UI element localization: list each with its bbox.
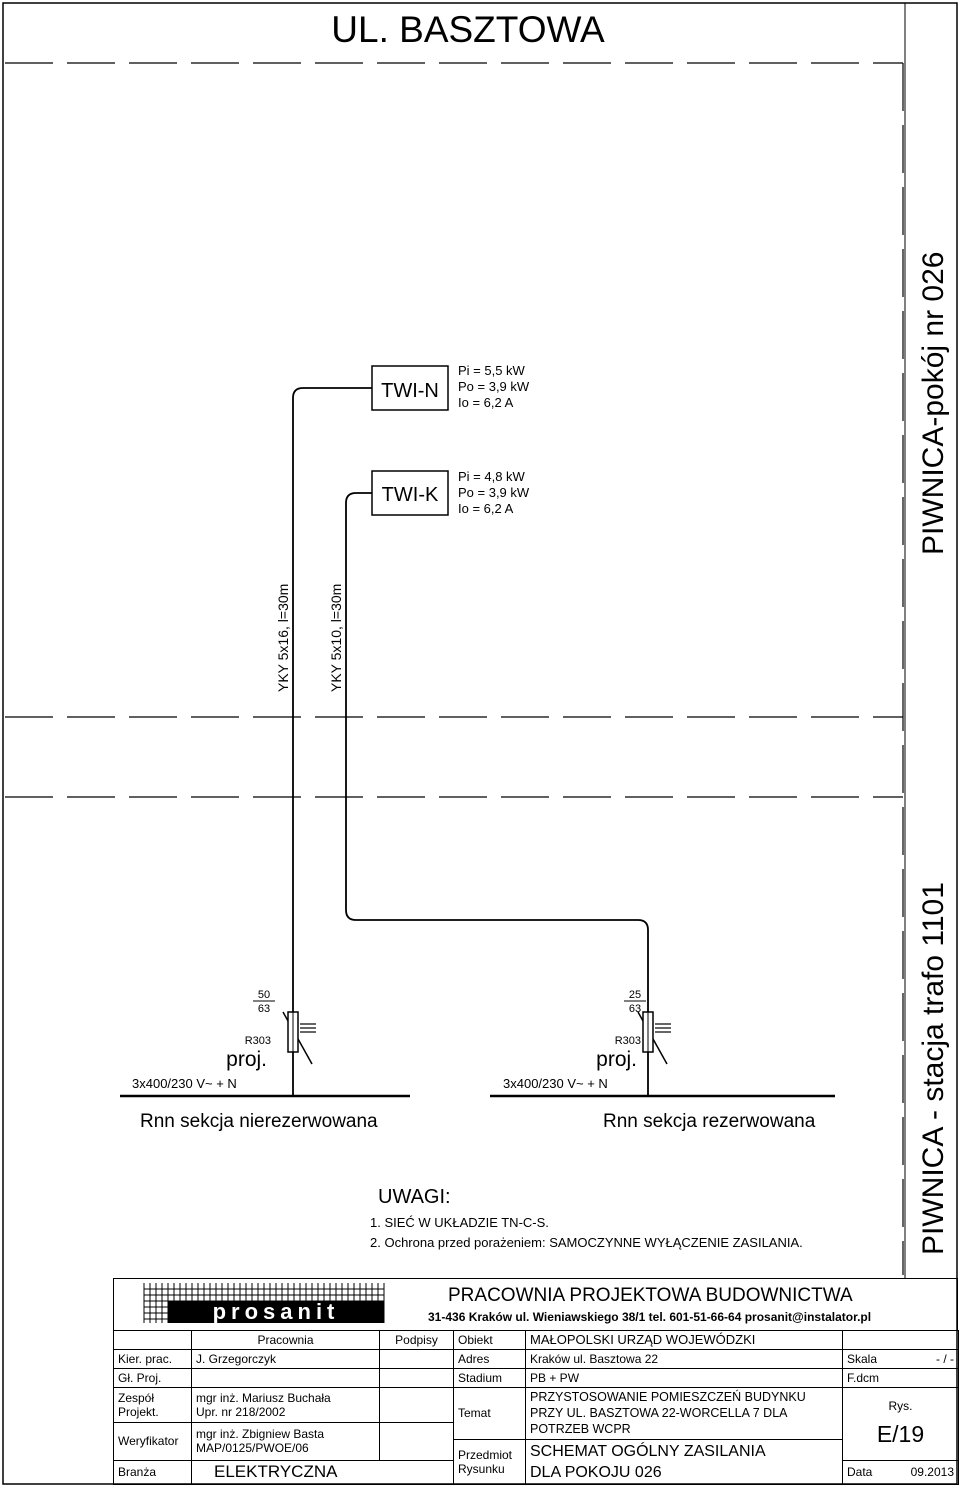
fuse-left-top: 50 [258, 989, 270, 1001]
gl-proj-label: Gł. Proj. [113, 1367, 192, 1388]
street-title: UL. BASZTOWA [331, 9, 605, 50]
twi-k-po: Po = 3,9 kW [458, 485, 530, 500]
verifier-sign [379, 1422, 454, 1461]
fuse-left-type: R303 [245, 1035, 271, 1047]
notes-title: UWAGI: [378, 1186, 451, 1208]
designer-sign [379, 1386, 454, 1424]
rys-label: Rys. [888, 1399, 913, 1414]
adres-value: Kraków ul. Basztowa 22 [525, 1348, 843, 1369]
verifier-name: mgr inż. Zbigniew Basta [196, 1427, 325, 1442]
cable-1-label: YKY 5x16, l=30m [275, 584, 291, 692]
temat-line-2: PRZY UL. BASZTOWA 22-WORCELLA 7 DLA [530, 1406, 788, 1421]
titleblock-header: prosanit PRACOWNIA PROJEKTOWA BUDOWNICTW… [113, 1278, 958, 1330]
przedmiot-line1: Przedmiot [458, 1447, 513, 1462]
company-name: PRACOWNIA PROJEKTOWA BUDOWNICTWA [448, 1285, 853, 1306]
data-cell: Data 09.2013 [842, 1459, 959, 1486]
fuse-left-icon [282, 1011, 316, 1065]
kier-prac-name: J. Grzegorczyk [191, 1348, 380, 1369]
company-address: 31-436 Kraków ul. Wieniawskiego 38/1 tel… [428, 1310, 872, 1324]
supply-right: 3x400/230 V~ + N [503, 1076, 608, 1091]
twi-k-label: TWI-K [382, 484, 439, 506]
notes-item-1: 1. SIEĆ W UKŁADZIE TN-C-S. [370, 1215, 549, 1230]
przedmiot-value: SCHEMAT OGÓLNY ZASILANIA DLA POKOJU 026 [525, 1438, 843, 1486]
skala-value: - / - [936, 1351, 954, 1366]
skala-cell: Skala - / - [842, 1348, 959, 1369]
stadium-label: Stadium [453, 1367, 526, 1388]
twi-n-io: Io = 6,2 A [458, 395, 514, 410]
stadium-value: PB + PW [525, 1367, 843, 1388]
weryfikator-label: Weryfikator [113, 1422, 192, 1461]
zespol-line1: Zespół [118, 1390, 155, 1405]
data-value: 09.2013 [910, 1465, 954, 1480]
cable-2-line [345, 492, 649, 1096]
przedmiot-line-1: SCHEMAT OGÓLNY ZASILANIA [530, 1442, 766, 1460]
section-right-name: Rnn sekcja rezerwowana [603, 1111, 816, 1132]
fuse-right-top: 25 [629, 989, 641, 1001]
fuse-right-type: R303 [615, 1035, 641, 1047]
rys-value: E/19 [876, 1421, 925, 1448]
kier-prac-sign [379, 1348, 454, 1369]
gl-proj-sign [379, 1367, 454, 1388]
twi-n-po: Po = 3,9 kW [458, 379, 530, 394]
titleblock: Pracownia Podpisy Obiekt MAŁOPOLSKI URZĄ… [113, 1330, 959, 1486]
section-left-name: Rnn sekcja nierezerwowana [140, 1111, 378, 1132]
hdr-empty [113, 1330, 192, 1350]
file-name: F.dcm [842, 1367, 959, 1388]
twi-n-pi: Pi = 5,5 kW [458, 363, 526, 378]
data-label: Data [847, 1465, 873, 1480]
fuse-right-bottom: 63 [629, 1003, 641, 1015]
company-logo: prosanit [143, 1283, 385, 1324]
notes-item-2: 2. Ochrona przed porażeniem: SAMOCZYNNE … [370, 1235, 803, 1250]
twi-k-pi: Pi = 4,8 kW [458, 469, 526, 484]
room-label-upper: PIWNICA-pokój nr 026 [917, 252, 950, 555]
przedmiot-line2: Rysunku [458, 1461, 505, 1476]
adres-label: Adres [453, 1348, 526, 1369]
svg-text:prosanit: prosanit [213, 1299, 340, 1324]
twi-k-io: Io = 6,2 A [458, 501, 514, 516]
designer-license: Upr. nr 218/2002 [196, 1404, 286, 1419]
temat-line-3: POTRZEB WCPR [530, 1422, 631, 1437]
gl-proj-name [191, 1367, 380, 1388]
twi-n-label: TWI-N [381, 380, 439, 402]
designer-name: mgr inż. Mariusz Buchała [196, 1390, 331, 1405]
hdr-podpisy: Podpisy [379, 1330, 454, 1350]
fuse-right-proj: proj. [596, 1048, 637, 1071]
skala-label: Skala [847, 1351, 878, 1366]
fuse-left-proj: proj. [226, 1048, 267, 1071]
obiekt-label: Obiekt [453, 1330, 526, 1350]
obiekt-right [842, 1330, 959, 1350]
fuse-left-bottom: 63 [258, 1003, 270, 1015]
room-label-lower: PIWNICA - stacja trafo 1101 [917, 882, 950, 1255]
obiekt-value: MAŁOPOLSKI URZĄD WOJEWÓDZKI [525, 1330, 843, 1350]
kier-prac-label: Kier. prac. [113, 1348, 192, 1369]
cable-1-line [292, 387, 372, 1096]
cable-2-label: YKY 5x10, l=30m [328, 584, 344, 692]
hdr-pracownia: Pracownia [191, 1330, 380, 1350]
zespol-line2: Projekt. [118, 1404, 159, 1419]
rys-cell: Rys. E/19 [842, 1386, 959, 1461]
temat-line-1: PRZYSTOSOWANIE POMIESZCZEŃ BUDYNKU [530, 1390, 806, 1405]
supply-left: 3x400/230 V~ + N [132, 1076, 237, 1091]
fuse-right-icon [637, 1011, 671, 1065]
przedmiot-line-2: DLA POKOJU 026 [530, 1463, 662, 1481]
branza-value: ELEKTRYCZNA [191, 1459, 454, 1486]
temat-value: PRZYSTOSOWANIE POMIESZCZEŃ BUDYNKU PRZY … [525, 1386, 843, 1440]
branza-label: Branża [113, 1459, 192, 1486]
temat-label: Temat [453, 1386, 526, 1440]
verifier-license: MAP/0125/PWOE/06 [196, 1441, 309, 1456]
